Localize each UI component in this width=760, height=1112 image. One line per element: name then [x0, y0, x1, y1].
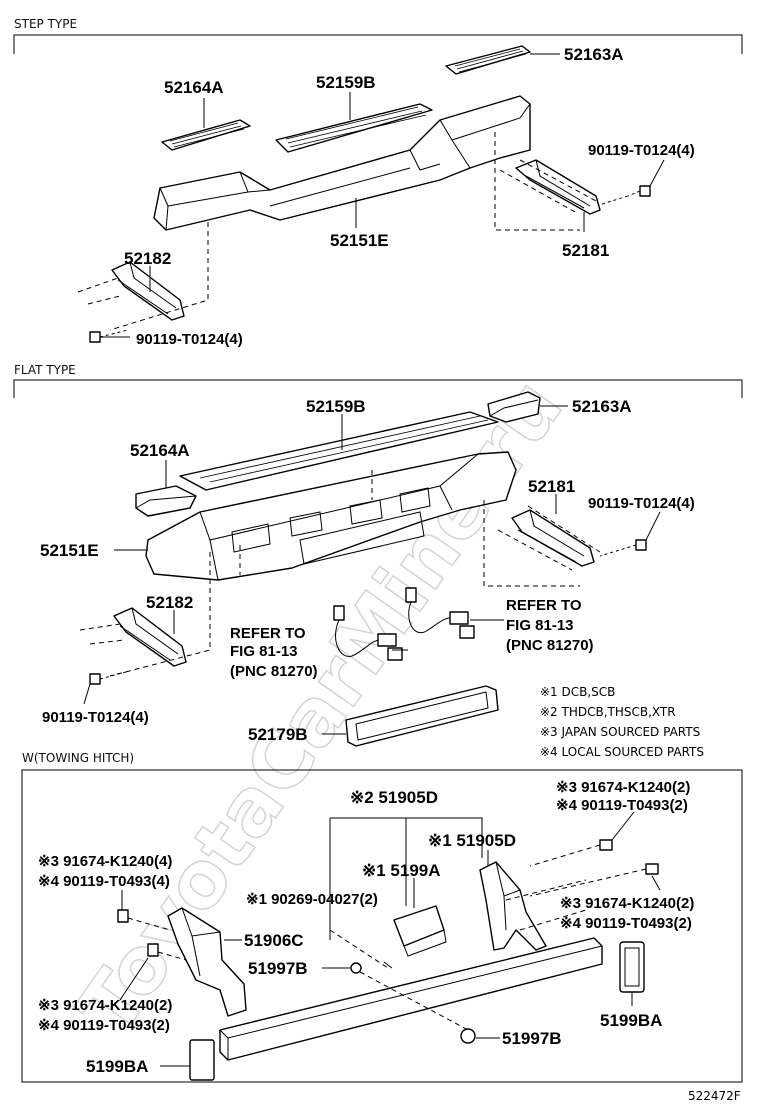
label-tow-91674-l1: ※3 91674-K1240(4)	[38, 853, 172, 870]
step-bolt-left	[89, 329, 129, 343]
flat-pad-left	[135, 485, 197, 517]
section-title-flat: FLAT TYPE	[14, 363, 76, 377]
flat-bracket-left	[113, 607, 187, 667]
grommet-51997B-upper	[350, 962, 362, 974]
flat-guide-center	[239, 470, 373, 575]
label-flat-52151E: 52151E	[40, 541, 99, 560]
hitch-bolt-upper-right	[529, 839, 613, 867]
step-bracket-left	[111, 261, 185, 321]
label-tow-51906C: 51906C	[244, 931, 304, 950]
section-frame-step	[13, 34, 743, 54]
label-tow-5199BA-l: 5199BA	[86, 1057, 148, 1076]
step-guide-left	[77, 222, 209, 331]
step-guide-bracket	[499, 159, 599, 213]
label-step-52159B: 52159B	[316, 73, 376, 92]
flat-guide-left	[79, 552, 211, 677]
step-pad-left	[161, 119, 251, 151]
hitch-guide-center	[329, 929, 469, 1031]
hitch-bolt-lower-left	[147, 943, 187, 961]
license-plate-bracket	[345, 685, 499, 747]
step-bracket-right	[515, 159, 601, 215]
label-flat-90119-b: 90119-T0124(4)	[42, 709, 149, 726]
label-step-52151E: 52151E	[330, 231, 389, 250]
label-tow-90119-r2: ※4 90119-T0493(2)	[560, 915, 692, 932]
step-pad-center	[275, 103, 433, 153]
step-pad-right	[445, 45, 531, 75]
label-step-52163A: 52163A	[564, 45, 624, 64]
label-ref2-line3: (PNC 81270)	[506, 637, 594, 654]
leader-flat-90119-b	[83, 683, 91, 705]
label-tow-90119-r1: ※4 90119-T0493(2)	[556, 797, 688, 814]
leader-flat-90119-a	[645, 511, 661, 541]
flat-bolt-left	[89, 671, 127, 685]
label-flat-52164A: 52164A	[130, 441, 190, 460]
tube-end-cap-right	[619, 941, 645, 993]
label-tow-51905D: ※1 51905D	[428, 831, 516, 850]
flat-bolt-right	[599, 539, 647, 557]
step-bumper	[153, 95, 531, 231]
leader-tow-91674-r2	[651, 875, 661, 891]
bracket-guide-right	[505, 879, 587, 931]
flat-bracket-right	[511, 509, 595, 567]
flat-step-plate	[179, 411, 499, 491]
label-flat-52163A: 52163A	[572, 397, 632, 416]
label-step-90119-b: 90119-T0124(4)	[136, 331, 243, 348]
section-title-towing: W(TOWING HITCH)	[22, 751, 134, 765]
diagram-code: 522472F	[688, 1089, 741, 1103]
flat-bumper	[145, 451, 517, 581]
label-step-52164A: 52164A	[164, 78, 224, 97]
label-tow-90119-l2: ※4 90119-T0493(2)	[38, 1017, 170, 1034]
label-flat-52181: 52181	[528, 477, 575, 496]
label-flat-52179B: 52179B	[248, 725, 308, 744]
leader-step-90119-a	[649, 159, 665, 187]
label-flat-90119-a: 90119-T0124(4)	[588, 495, 695, 512]
label-tow-5199BA-r: 5199BA	[600, 1011, 662, 1030]
label-tow-51997B-b: 51997B	[502, 1029, 562, 1048]
section-frame-towing	[21, 769, 743, 1083]
wire-harness-left	[333, 605, 403, 661]
label-step-90119-a: 90119-T0124(4)	[588, 142, 695, 159]
wire-harness-right	[405, 587, 475, 639]
hitch-bolt-upper-left	[117, 909, 171, 931]
hitch-bracket-right	[479, 861, 547, 951]
screw-90269	[383, 961, 393, 969]
note-3: ※3 JAPAN SOURCED PARTS	[540, 725, 700, 739]
label-tow-5199A: ※1 5199A	[362, 861, 441, 880]
label-step-52182: 52182	[124, 249, 171, 268]
hitch-bracket-left	[167, 907, 247, 1017]
note-1: ※1 DCB,SCB	[540, 685, 615, 699]
label-ref1-line3: (PNC 81270)	[230, 663, 318, 680]
label-tow-51905D-top: ※2 51905D	[350, 788, 438, 807]
label-ref1-line1: REFER TO	[230, 625, 306, 642]
hitch-center-plate	[393, 905, 447, 957]
section-frame-flat	[13, 379, 743, 398]
section-title-step: STEP TYPE	[14, 17, 77, 31]
grommet-51997B-lower	[460, 1028, 476, 1044]
label-flat-52159B: 52159B	[306, 397, 366, 416]
label-ref2-line2: FIG 81-13	[506, 617, 574, 634]
label-tow-51997B-a: 51997B	[248, 959, 308, 978]
note-4: ※4 LOCAL SOURCED PARTS	[540, 745, 704, 759]
label-ref2-line1: REFER TO	[506, 597, 582, 614]
step-guide-right	[494, 132, 580, 231]
hitch-bolt-lower-right	[529, 863, 659, 897]
label-tow-90119-l1: ※4 90119-T0493(4)	[38, 873, 170, 890]
leader-tow-91674-r1	[611, 811, 635, 841]
flat-guide-right	[483, 500, 601, 587]
note-2: ※2 THDCB,THSCB,XTR	[540, 705, 676, 719]
step-bolt-right	[601, 185, 651, 205]
label-step-52181: 52181	[562, 241, 609, 260]
label-tow-91674-l2: ※3 91674-K1240(2)	[38, 997, 172, 1014]
label-tow-91674-r2: ※3 91674-K1240(2)	[560, 895, 694, 912]
flat-pad-right	[487, 391, 541, 423]
label-tow-90269: ※1 90269-04027(2)	[246, 891, 378, 908]
tube-end-cap-left	[189, 1039, 215, 1081]
leader-tow-51905D-top	[329, 817, 483, 940]
label-tow-91674-r1: ※3 91674-K1240(2)	[556, 779, 690, 796]
leader-tow-91674-l2	[119, 957, 149, 1001]
label-ref1-line2: FIG 81-13	[230, 643, 298, 660]
label-flat-52182: 52182	[146, 593, 193, 612]
